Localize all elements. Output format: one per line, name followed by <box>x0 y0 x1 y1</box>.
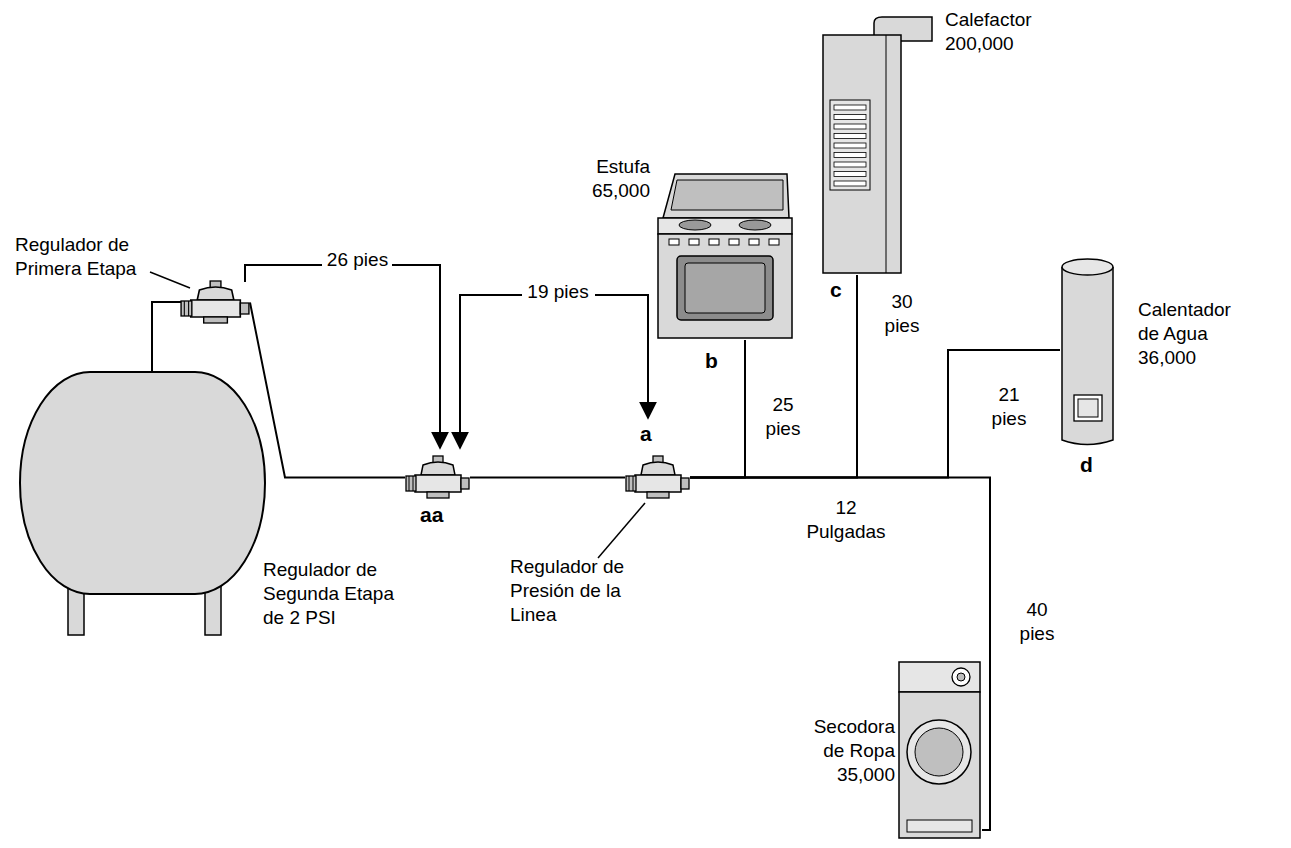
gas-pipe <box>690 340 745 478</box>
callout-letter: c <box>830 277 860 303</box>
dryer-appliance: Secodora de Ropa 35,000 <box>800 655 990 841</box>
appliance-label: Regulador de Primera Etapa <box>15 233 160 281</box>
first-stage-regulator: Regulador de Primera Etapa <box>10 225 255 330</box>
callout-letter: b <box>705 348 735 374</box>
dimension-label: 26 pies <box>325 248 390 272</box>
appliance-label: Regulador de Presión de la Linea <box>510 555 635 626</box>
callout-letter: aa <box>420 502 460 528</box>
text-holder: a <box>640 421 670 447</box>
dimension-bracket <box>460 295 522 448</box>
text-holder: aa <box>420 502 460 528</box>
appliance-illustration <box>822 15 937 275</box>
second-stage-regulator: aaRegulador de Segunda Etapa de 2 PSI <box>260 450 495 650</box>
dimension-bracket <box>392 265 440 448</box>
propane-tank <box>20 372 265 635</box>
furnace-appliance: Calefactor 200,000 c <box>820 5 1040 305</box>
gas-pipe <box>250 303 405 478</box>
callout-letter: d <box>1080 452 1110 478</box>
leader-line <box>598 503 645 558</box>
appliance-illustration <box>180 280 250 325</box>
appliance-label: Calefactor 200,000 <box>945 8 1040 56</box>
appliance-illustration <box>1060 255 1115 450</box>
appliance-illustration <box>897 660 982 840</box>
gas-pipe <box>470 477 625 479</box>
text-holder: Calentador de Agua 36,000 <box>1138 298 1250 369</box>
text-holder: d <box>1080 452 1110 478</box>
leader-line <box>150 272 190 288</box>
text-holder: Regulador de Presión de la Linea <box>510 555 635 626</box>
dimension-bracket <box>595 295 648 418</box>
dimension-label: 21 pies <box>980 383 1038 431</box>
text-holder: Regulador de Segunda Etapa de 2 PSI <box>263 558 418 629</box>
dimension-bracket <box>245 265 322 282</box>
appliance-label: Estufa 65,000 <box>565 155 650 203</box>
text-holder: b <box>705 348 735 374</box>
gas-pipe <box>690 350 1060 478</box>
water-heater-appliance: Calentador de Agua 36,000 d <box>1055 250 1255 480</box>
gas-pipe <box>690 478 990 831</box>
text-holder: c <box>830 277 860 303</box>
text-holder: Calefactor 200,000 <box>945 8 1040 56</box>
dimension-label: 40 pies <box>1008 598 1066 646</box>
appliance-illustration <box>625 455 690 500</box>
text-holder: Regulador de Primera Etapa <box>15 233 160 281</box>
appliance-illustration <box>655 170 795 340</box>
tank-pipe <box>152 302 182 372</box>
dimension-label: 19 pies <box>523 280 593 304</box>
callout-letter: a <box>640 421 670 447</box>
appliance-label: Secodora de Ropa 35,000 <box>800 715 895 786</box>
appliance-illustration <box>405 455 470 500</box>
dimension-label: 25 pies <box>754 393 812 441</box>
stove-appliance: Estufa 65,000 b <box>565 145 800 375</box>
appliance-label: Calentador de Agua 36,000 <box>1138 298 1250 369</box>
text-holder: Secodora de Ropa 35,000 <box>800 715 895 786</box>
appliance-label: Regulador de Segunda Etapa de 2 PSI <box>263 558 418 629</box>
line-pressure-regulator: aRegulador de Presión de la Linea <box>505 420 710 670</box>
dimension-label: 12 Pulgadas <box>796 496 896 544</box>
dimension-label: 30 pies <box>873 290 931 338</box>
text-holder: Estufa 65,000 <box>565 155 650 203</box>
